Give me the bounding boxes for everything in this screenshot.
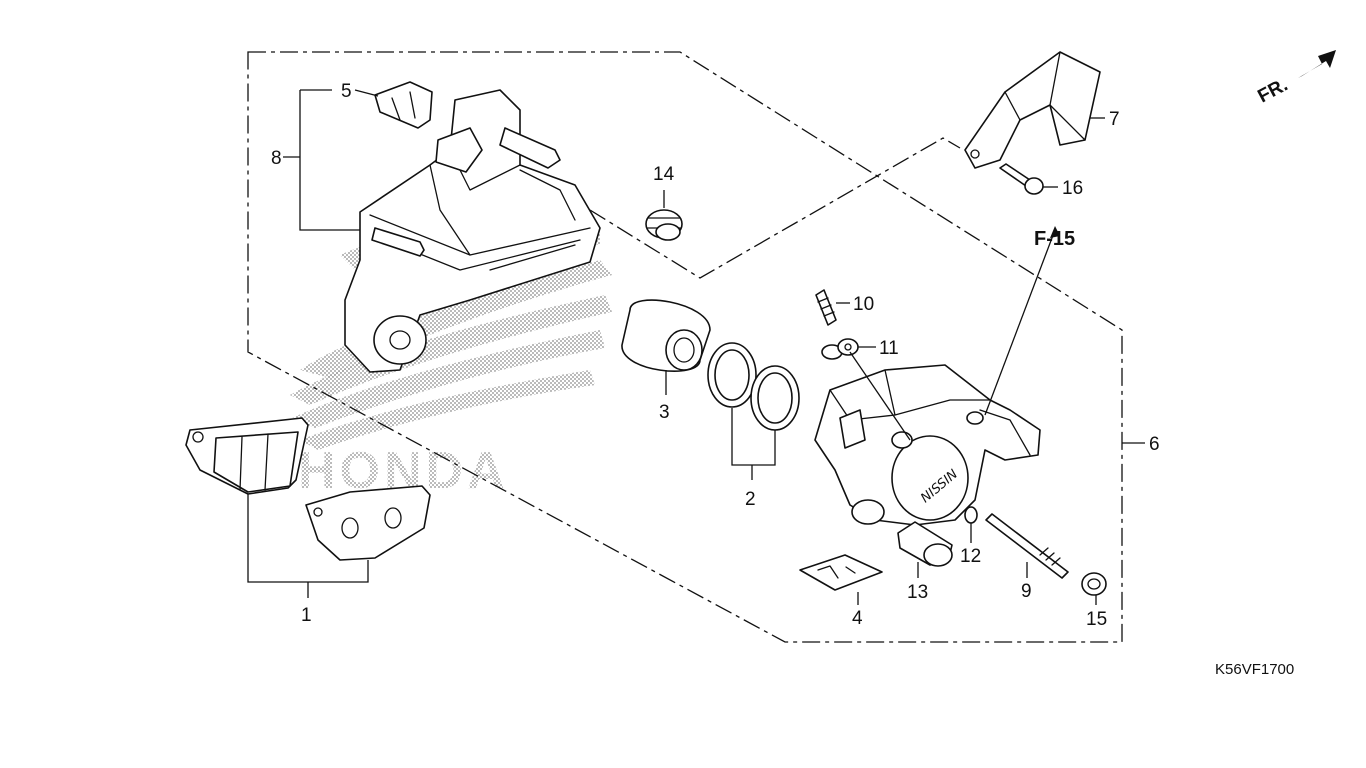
callout-8: 8 — [271, 148, 282, 169]
callout-1: 1 — [301, 605, 312, 626]
piston-seal-drawing — [707, 342, 800, 431]
caliper-body-drawing: NISSIN — [814, 364, 1041, 526]
callout-5: 5 — [341, 81, 352, 102]
front-direction-label: FR. — [1254, 75, 1291, 108]
callout-12: 12 — [960, 546, 981, 567]
bracket-group-outline — [589, 137, 961, 279]
callout-13: 13 — [907, 582, 928, 603]
callout-9: 9 — [1021, 581, 1032, 602]
washer-drawing — [964, 506, 978, 524]
pad-retainer-drawing — [799, 554, 883, 591]
callout-14: 14 — [653, 164, 675, 185]
guide-bolt-drawing — [999, 163, 1044, 195]
callout-labels: 1 2 3 4 5 6 7 8 9 10 11 12 13 14 15 16 — [271, 81, 1160, 630]
pad-pin-drawing — [985, 513, 1069, 579]
callout-15: 15 — [1086, 609, 1107, 630]
callout-7: 7 — [1109, 109, 1120, 130]
leader-lines — [247, 89, 1145, 605]
callout-16: 16 — [1062, 178, 1083, 199]
callout-4: 4 — [852, 608, 863, 629]
hose-guide-drawing — [964, 51, 1101, 169]
bleeder-cap-drawing — [821, 338, 859, 360]
pad-spring-drawing — [374, 81, 433, 129]
brake-pads-drawing — [185, 417, 431, 561]
callout-11: 11 — [879, 338, 899, 359]
callout-3: 3 — [659, 402, 670, 423]
front-direction-arrow-icon — [1298, 50, 1336, 78]
boot-drawing — [645, 209, 683, 241]
front-direction-indicator: FR. — [1254, 50, 1336, 107]
pin-bolt-drawing — [897, 521, 953, 567]
reference-label: F-15 — [1034, 228, 1075, 250]
bleeder-screw-drawing — [815, 289, 837, 326]
callout-6: 6 — [1149, 434, 1160, 455]
figure-code: K56VF1700 — [1215, 661, 1294, 678]
callout-10: 10 — [853, 294, 874, 315]
caliper-assembly-outline — [247, 51, 1123, 643]
caliper-bracket-drawing — [344, 89, 601, 373]
pin-plug-drawing — [1081, 572, 1107, 596]
piston-drawing — [621, 299, 711, 372]
callout-2: 2 — [745, 489, 756, 510]
